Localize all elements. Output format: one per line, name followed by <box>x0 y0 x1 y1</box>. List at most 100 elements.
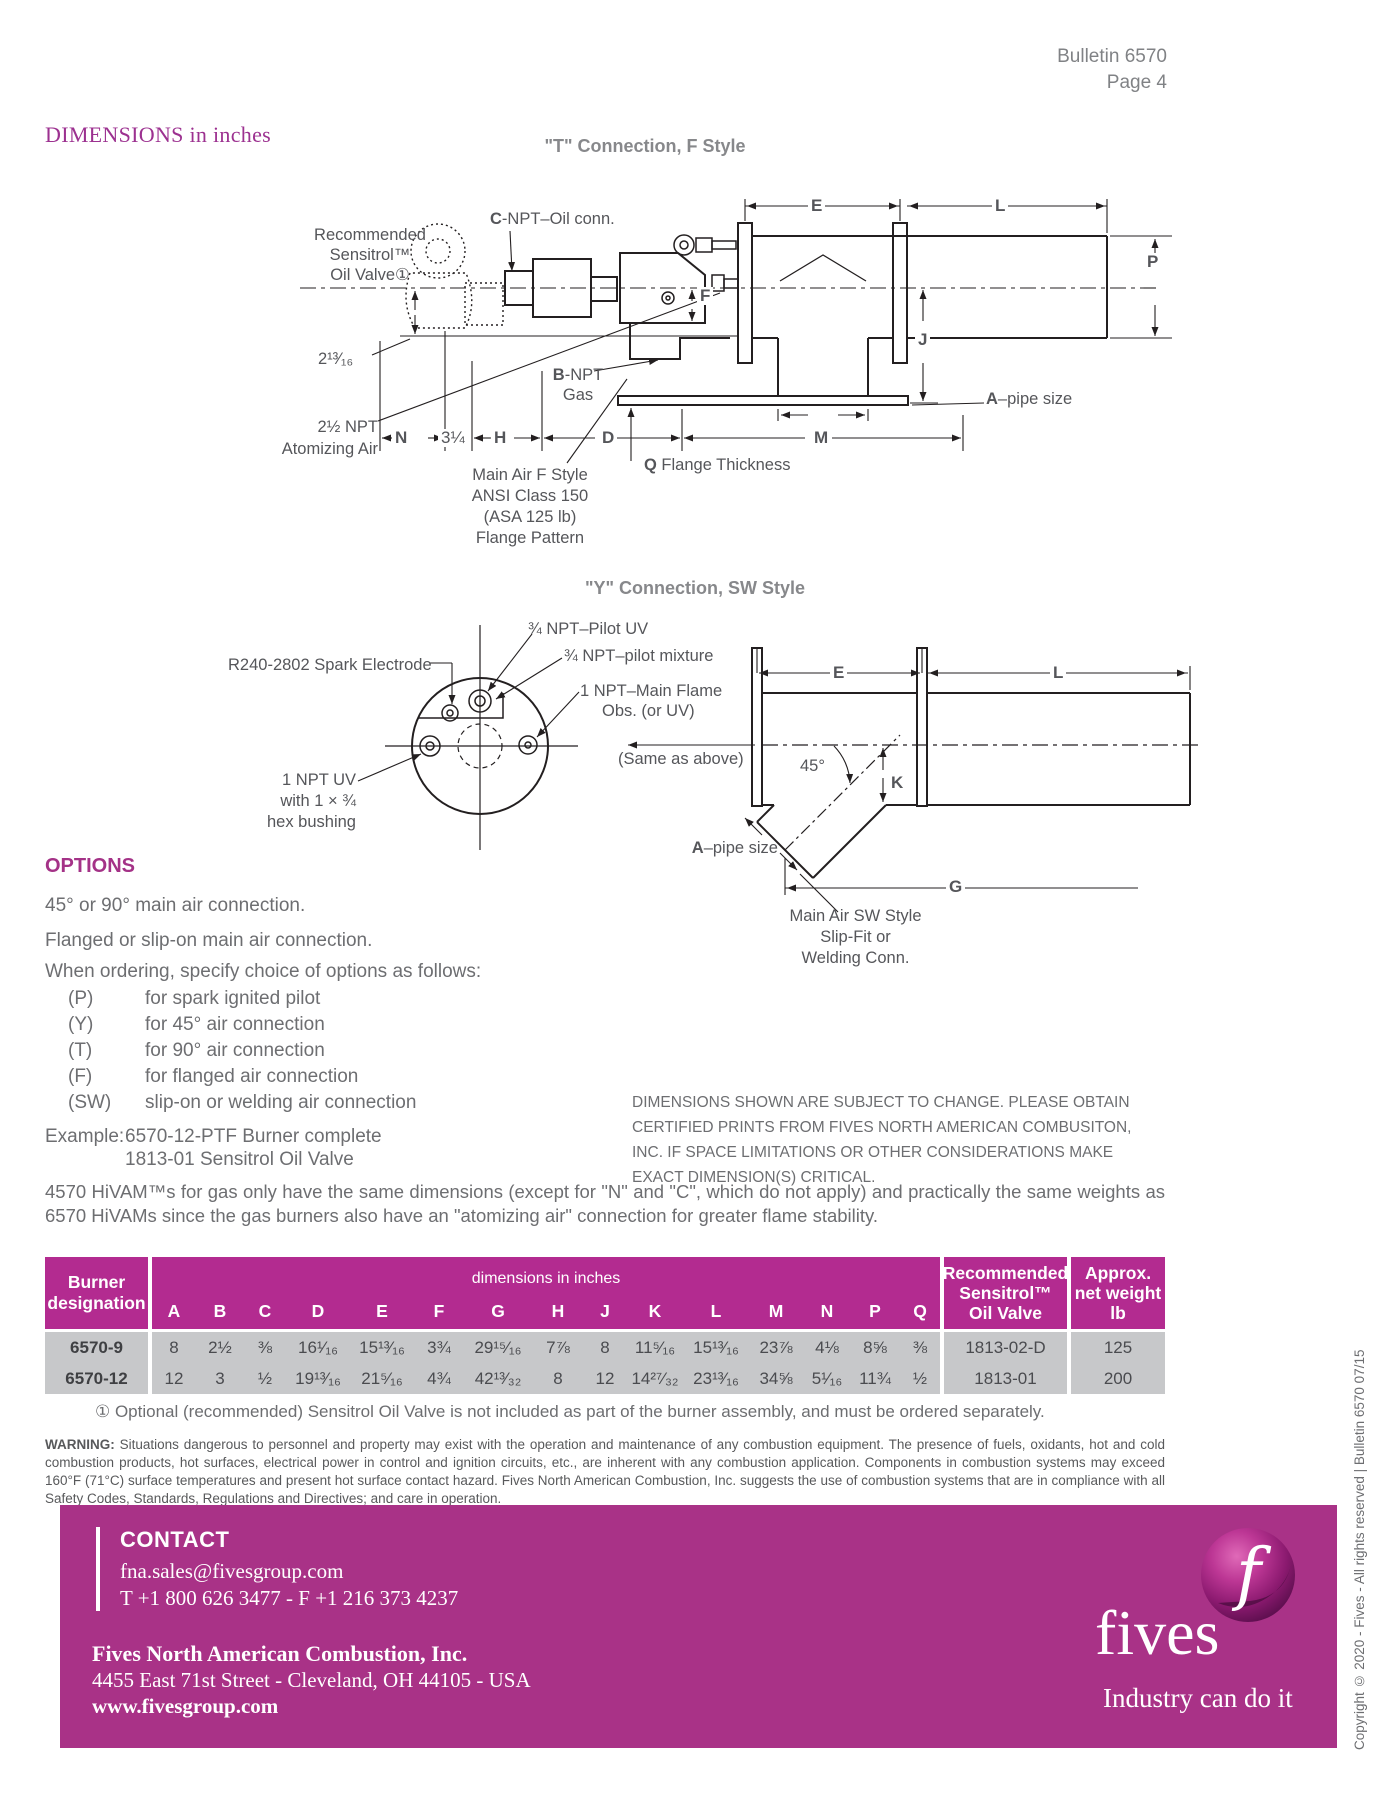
warning-label: WARNING: <box>45 1437 115 1452</box>
q-flange-thickness-label: Q Flange Thickness <box>644 456 791 474</box>
table-row: 6570-9 8 2½ ⅜ 16¹⁄₁₆ 15¹³⁄₁₆ 3¾ 29¹⁵⁄₁₆ … <box>45 1332 1165 1363</box>
pilot-mixture-label: ¾ NPT–pilot mixture <box>564 647 714 665</box>
oil-connection-label: C-NPT–Oil conn. <box>490 210 615 228</box>
dim-l-label-2: L <box>1050 664 1067 682</box>
option-code-sw: (SW) <box>68 1092 112 1113</box>
col-k: K <box>648 1301 662 1321</box>
row-net-weight: 125 <box>1071 1332 1165 1363</box>
row-sensitrol-valve: 1813-01 <box>944 1363 1067 1394</box>
example-line-2: 1813-01 Sensitrol Oil Valve <box>125 1149 354 1170</box>
copyright-sidebar: Copyright © 2020 - Fives - All rights re… <box>1352 1349 1367 1750</box>
dim-d-label: D <box>599 429 618 447</box>
page-number: Page 4 <box>1106 72 1167 93</box>
dim-k-label: K <box>888 774 907 792</box>
option-code-t: (T) <box>68 1040 93 1061</box>
dim-offset-label: 2¹³⁄₁₆ <box>318 350 354 368</box>
fives-tagline: Industry can do it <box>1103 1683 1293 1713</box>
col-b: B <box>213 1301 227 1321</box>
row-dimension-values: 8 2½ ⅜ 16¹⁄₁₆ 15¹³⁄₁₆ 3¾ 29¹⁵⁄₁₆ 7⅞ 8 11… <box>152 1332 940 1363</box>
spark-electrode-label: R240-2802 Spark Electrode <box>228 656 432 674</box>
contact-email: fna.sales@fivesgroup.com <box>120 1559 344 1583</box>
table-column-letters: A B C D E F G H J K L M N P Q <box>152 1301 940 1322</box>
t-connection-title: "T" Connection, F Style <box>544 136 746 156</box>
col-a: A <box>167 1301 181 1321</box>
row-dimension-values: 12 3 ½ 19¹³⁄₁₆ 21⁵⁄₁₆ 4¾ 42¹³⁄₃₂ 8 12 14… <box>152 1363 940 1394</box>
row-net-weight: 200 <box>1071 1363 1165 1394</box>
contact-phone: T +1 800 626 3477 - F +1 216 373 4237 <box>120 1586 459 1610</box>
row-designation: 6570-12 <box>45 1363 148 1394</box>
dim-g-label: G <box>946 878 966 896</box>
t-connection-diagram: Recommended Sensitrol™ Oil Valve① C-NPT–… <box>260 163 1180 547</box>
t-connection-drawing <box>300 199 1172 464</box>
table-header-burner-designation: Burner designation <box>45 1257 148 1329</box>
col-c: C <box>258 1301 272 1321</box>
col-d: D <box>311 1301 325 1321</box>
dim-f-label: F <box>697 287 714 305</box>
fives-logo-sphere-icon: f <box>1200 1527 1296 1623</box>
col-m: M <box>768 1301 784 1321</box>
dim-3-14-label: 3¼ <box>438 429 468 447</box>
col-q: Q <box>913 1301 927 1321</box>
uv-hex-bushing-label: 1 NPT UV with 1 × ¾ hex bushing <box>267 771 356 831</box>
contact-heading: CONTACT <box>120 1527 230 1552</box>
a-pipe-size-label-2: A–pipe size <box>691 839 778 857</box>
y-connection-diagram: ¾ NPT–Pilot UV ¾ NPT–pilot mixture 1 NPT… <box>200 520 1200 980</box>
bulletin-header: Bulletin 6570 Page 4 <box>1057 44 1167 96</box>
main-air-f-style-label: Main Air F Style ANSI Class 150 (ASA 125… <box>471 466 589 547</box>
example-label: Example: <box>45 1126 125 1147</box>
footer: CONTACT fna.sales@fivesgroup.com T +1 80… <box>60 1505 1337 1748</box>
main-flame-obs-label-line2: Obs. (or UV) <box>602 702 695 720</box>
page-title: DIMENSIONS in inches <box>45 122 271 147</box>
option-desc-sw: slip-on or welding air connection <box>145 1092 417 1113</box>
certified-prints-note: DIMENSIONS SHOWN ARE SUBJECT TO CHANGE. … <box>632 1094 1132 1186</box>
col-h: H <box>551 1301 565 1321</box>
dim-p-label: P <box>1144 253 1162 271</box>
table-header-weight: Approx. net weight lb <box>1071 1257 1165 1329</box>
options-line-2: Flanged or slip-on main air connection. <box>45 930 373 951</box>
bulletin-number: Bulletin 6570 <box>1057 46 1167 67</box>
col-f: F <box>433 1301 445 1321</box>
example-line-1: 6570-12-PTF Burner complete <box>125 1126 382 1147</box>
dimensions-table: Burner designation dimensions in inches … <box>45 1257 1165 1394</box>
recommended-oil-valve-label: Recommended Sensitrol™ Oil Valve① <box>314 226 426 284</box>
main-air-sw-style-label: Main Air SW Style Slip-Fit or Welding Co… <box>789 907 922 967</box>
contact-divider-bar <box>96 1527 100 1611</box>
option-desc-p: for spark ignited pilot <box>145 988 321 1009</box>
dim-m-label: M <box>811 429 832 447</box>
option-desc-f: for flanged air connection <box>145 1066 359 1087</box>
col-n: N <box>820 1301 834 1321</box>
oil-valve-footnote: ① Optional (recommended) Sensitrol Oil V… <box>95 1402 1045 1421</box>
fives-wordmark: fives <box>1095 1597 1220 1668</box>
angle-45-label: 45° <box>800 757 825 775</box>
options-line-3: When ordering, specify choice of options… <box>45 961 482 982</box>
option-code-p: (P) <box>68 988 94 1009</box>
warning-paragraph: WARNING: Situations dangerous to personn… <box>45 1436 1165 1508</box>
table-header-row: Burner designation dimensions in inches … <box>45 1257 1165 1329</box>
warning-text: Situations dangerous to personnel and pr… <box>45 1437 1165 1506</box>
col-l: L <box>710 1301 722 1321</box>
row-designation: 6570-9 <box>45 1332 148 1363</box>
option-desc-y: for 45° air connection <box>145 1014 325 1035</box>
option-desc-t: for 90° air connection <box>145 1040 325 1061</box>
y-connection-title: "Y" Connection, SW Style <box>584 578 806 598</box>
table-row: 6570-12 12 3 ½ 19¹³⁄₁₆ 21⁵⁄₁₆ 4¾ 42¹³⁄₃₂… <box>45 1363 1165 1394</box>
col-e: E <box>376 1301 388 1321</box>
col-g: G <box>491 1301 505 1321</box>
options-heading: OPTIONS <box>45 855 136 877</box>
gas-connection-label: B-NPT Gas <box>552 366 604 404</box>
dim-e-label: E <box>808 197 826 215</box>
company-address: 4455 East 71st Street - Cleveland, OH 44… <box>92 1668 531 1692</box>
dim-n-label: N <box>392 429 411 447</box>
same-as-above-label: (Same as above) <box>618 750 744 768</box>
atomizing-air-label: 2½ NPT Atomizing Air <box>281 418 378 458</box>
a-pipe-size-label: A–pipe size <box>986 390 1073 408</box>
table-dimensions-caption: dimensions in inches <box>471 1270 621 1287</box>
table-header-dimensions: dimensions in inches A B C D E F G H J K… <box>152 1257 940 1329</box>
company-website: www.fivesgroup.com <box>92 1694 279 1718</box>
main-flame-obs-label-line1: 1 NPT–Main Flame <box>580 682 723 700</box>
table-header-sensitrol: Recommended Sensitrol™ Oil Valve <box>943 1257 1068 1329</box>
dim-e-label-2: E <box>830 664 848 682</box>
dim-h-label: H <box>491 429 510 447</box>
dim-l-label: L <box>992 197 1009 215</box>
option-code-y: (Y) <box>68 1014 94 1035</box>
